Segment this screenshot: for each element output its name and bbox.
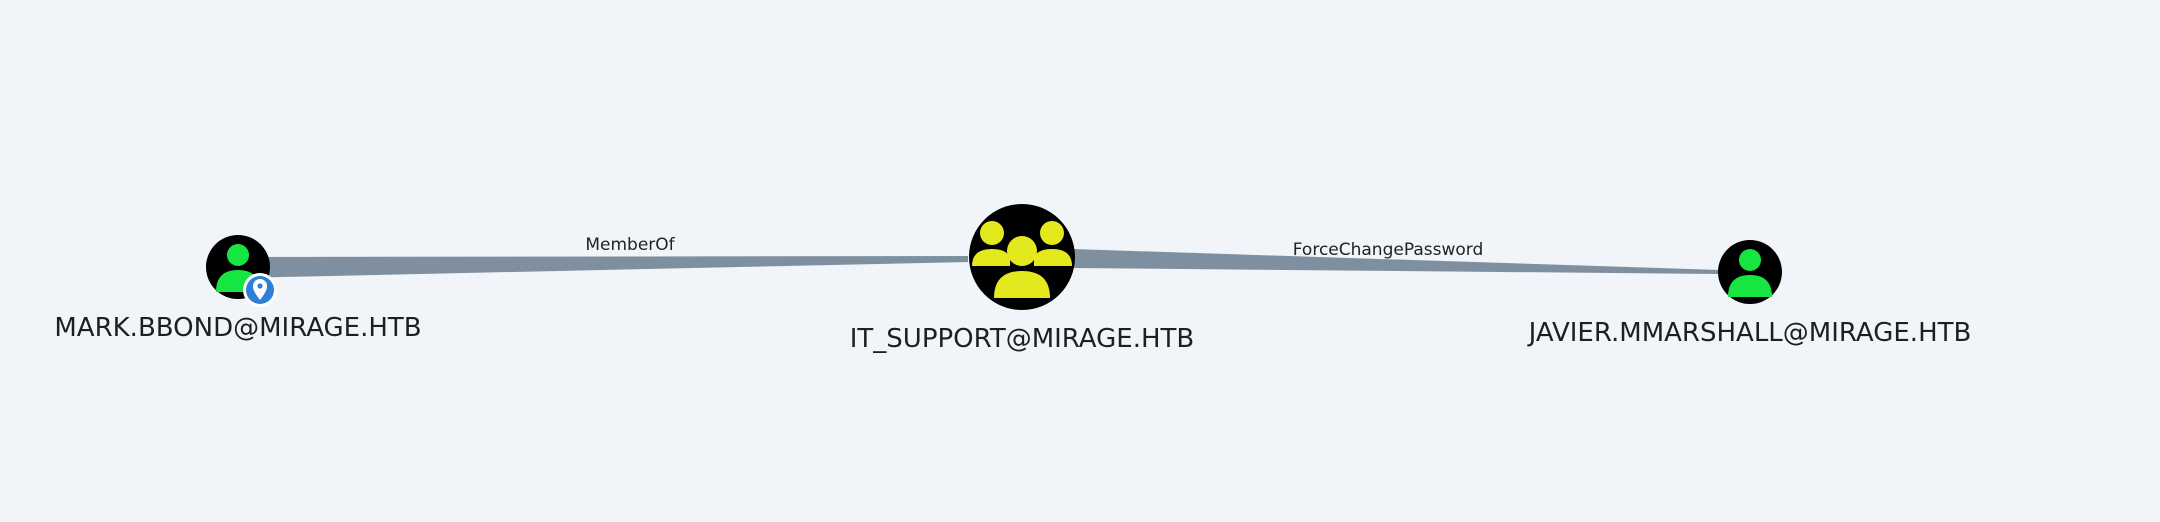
owned-pin-icon — [243, 273, 277, 307]
edge-forcechangepassword-line[interactable] — [1072, 249, 1720, 274]
node-mark-bbond-label: MARK.BBOND@MIRAGE.HTB — [54, 313, 421, 343]
node-javier-mmarshall-label: JAVIER.MMARSHALL@MIRAGE.HTB — [1527, 318, 1972, 348]
node-javier-mmarshall[interactable]: JAVIER.MMARSHALL@MIRAGE.HTB — [1527, 240, 1972, 348]
edge-memberof-label: MemberOf — [585, 235, 675, 255]
edge-forcechangepassword[interactable]: ForceChangePassword — [1072, 240, 1720, 274]
edge-forcechangepassword-label: ForceChangePassword — [1293, 240, 1484, 260]
node-mark-bbond[interactable]: MARK.BBOND@MIRAGE.HTB — [54, 235, 422, 343]
node-it-support[interactable]: IT_SUPPORT@MIRAGE.HTB — [850, 204, 1195, 354]
edge-memberof[interactable]: MemberOf — [238, 235, 968, 278]
group-icon — [972, 221, 1072, 298]
node-it-support-label: IT_SUPPORT@MIRAGE.HTB — [850, 324, 1195, 354]
edge-memberof-line[interactable] — [238, 256, 968, 278]
user-icon — [1728, 249, 1772, 297]
